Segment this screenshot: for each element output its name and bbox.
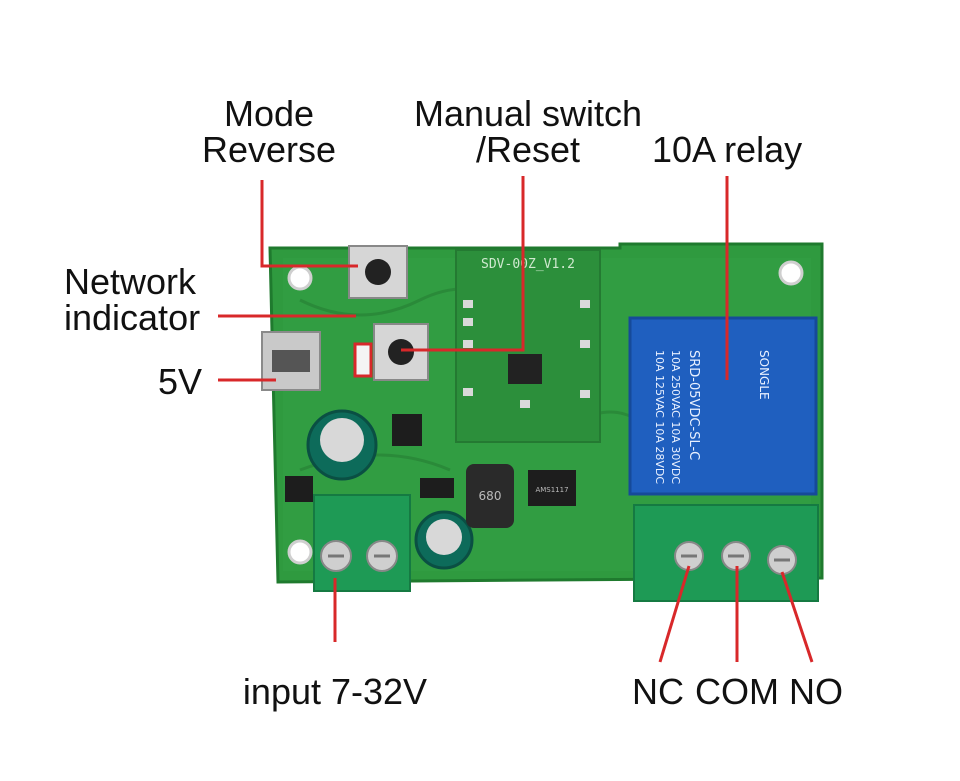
relay-brand: SONGLE — [757, 350, 771, 400]
label-nc: NC — [632, 671, 684, 712]
ic-chip-1 — [392, 414, 422, 446]
regulator-mark: AMS1117 — [535, 486, 568, 494]
label-5v: 5V — [157, 361, 203, 402]
leader-no — [780, 571, 814, 663]
diode — [420, 478, 454, 498]
label-manual-switch: Manual switch — [413, 93, 643, 134]
label-no: NO — [789, 671, 843, 712]
leader-lines — [218, 176, 814, 663]
relay-rating-1: 10A 250VAC 10A 30VDC — [669, 350, 682, 484]
label-network: Network — [64, 261, 197, 302]
mode-button — [348, 245, 408, 299]
label-relay: 10A relay — [652, 129, 803, 170]
label-com: COM — [695, 671, 779, 712]
label-manual-switch-reset: Manual switch /Reset — [412, 96, 644, 168]
relay-model: SRD-05VDC-SL-C — [686, 350, 701, 460]
network-led — [353, 342, 373, 378]
leader-manual-switch — [401, 176, 525, 352]
label-input-voltage: input 7-32V — [242, 671, 428, 712]
label-indicator: indicator — [64, 297, 201, 338]
input-terminal-block — [313, 494, 411, 592]
label-mode-reverse: Mode Reverse — [196, 96, 342, 168]
voltage-regulator: AMS1117 — [528, 470, 576, 506]
label-mode: Mode — [223, 93, 315, 134]
manual-switch-button — [373, 323, 429, 381]
label-network-indicator: Network indicator — [64, 264, 224, 336]
relay-rating-2: 10A 125VAC 10A 28VDC — [653, 350, 666, 484]
capacitor-large — [306, 409, 378, 481]
leader-mode — [260, 180, 358, 268]
relay-terminal-block — [633, 504, 819, 602]
inductor: 680 — [466, 464, 514, 528]
relay: SRD-05VDC-SL-C 10A 250VAC 10A 30VDC 10A … — [628, 316, 818, 496]
label-reset: /Reset — [475, 129, 581, 170]
wifi-module: SDV-00Z_V1.2 — [455, 249, 601, 443]
leader-nc — [658, 565, 691, 663]
module-silkscreen: SDV-00Z_V1.2 — [481, 257, 575, 272]
inductor-mark: 680 — [479, 489, 502, 503]
label-reverse: Reverse — [201, 129, 337, 170]
capacitor-small — [414, 510, 474, 570]
ic-chip-2 — [285, 476, 313, 502]
